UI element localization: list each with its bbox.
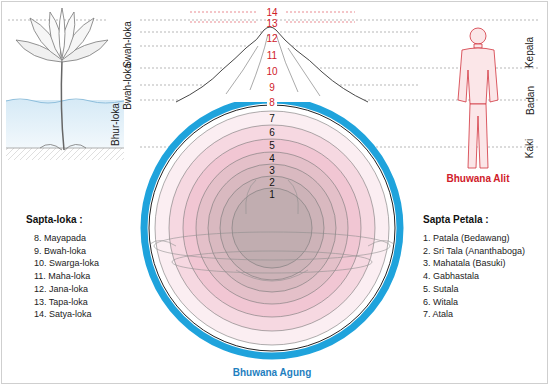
- body-part-label: Kepala: [524, 36, 535, 67]
- list-item: 7. Atala: [423, 310, 453, 320]
- list-item: 6. Witala: [423, 298, 458, 308]
- level-number: 4: [269, 153, 275, 164]
- level-number: 6: [269, 127, 275, 138]
- body-part-label: Kaki: [524, 138, 535, 157]
- loka-label: Swah-loka: [121, 21, 132, 68]
- level-number: 14: [266, 7, 277, 18]
- list-item: 4. Gabhastala: [423, 272, 479, 282]
- list-item: 12. Jana-loka: [34, 285, 88, 295]
- list-item: 8. Mayapada: [34, 234, 86, 244]
- body-part-label: Badan: [524, 86, 535, 115]
- list-item: 2. Sri Tala (Ananthaboga): [423, 247, 525, 257]
- list-item: 1. Patala (Bedawang): [423, 234, 510, 244]
- level-number: 7: [269, 113, 275, 124]
- level-number: 10: [266, 66, 277, 77]
- level-number: 3: [269, 165, 275, 176]
- level-number: 1: [269, 189, 275, 200]
- list-item: 11. Maha-loka: [34, 272, 90, 282]
- list-item: 14. Satya-loka: [34, 310, 92, 320]
- level-number: 8: [267, 97, 277, 108]
- figure-title: Bhuwana Alit: [447, 173, 510, 184]
- loka-label: Bhur-loka: [110, 103, 121, 146]
- level-number: 9: [269, 82, 275, 93]
- level-number: 13: [266, 18, 277, 29]
- list-item: 13. Tapa-loka: [34, 298, 88, 308]
- loka-label: Bwah-loka: [121, 63, 132, 110]
- level-number: 12: [266, 33, 277, 44]
- list-heading: Sapta Petala :: [423, 214, 489, 225]
- list-item: 10. Swarga-loka: [34, 259, 99, 269]
- level-number: 2: [269, 177, 275, 188]
- list-item: 9. Bwah-loka: [34, 247, 86, 257]
- list-item: 5. Sutala: [423, 285, 459, 295]
- level-number: 5: [269, 140, 275, 151]
- figure-title: Bhuwana Agung: [233, 367, 312, 378]
- level-number: 11: [267, 50, 277, 61]
- list-item: 3. Mahatala (Basuki): [423, 259, 506, 269]
- list-heading: Sapta-loka :: [26, 214, 83, 225]
